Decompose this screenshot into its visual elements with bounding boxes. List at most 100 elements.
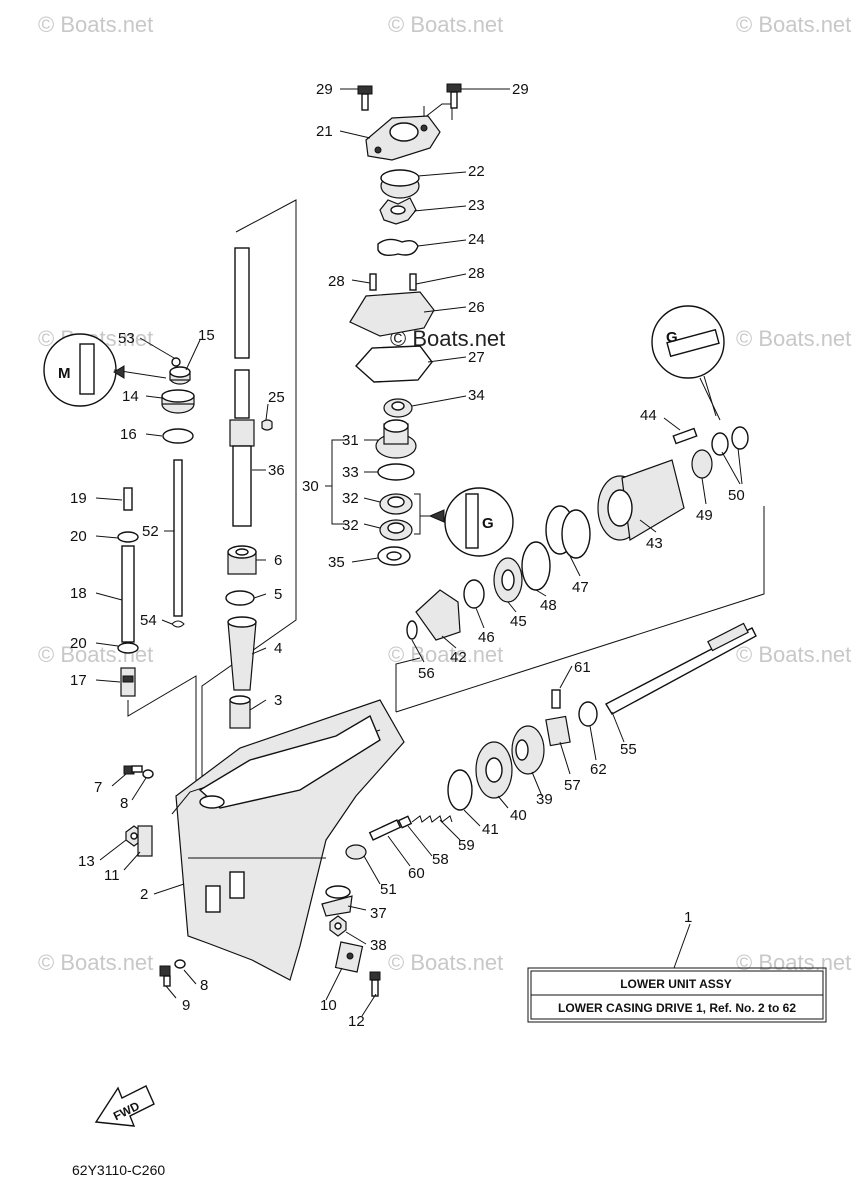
callout-3: 3 [274, 692, 282, 709]
legend-box: 1 LOWER UNIT ASSY LOWER CASING DRIVE 1, … [527, 909, 827, 1023]
watermark: © Boats.net [38, 950, 153, 975]
callout-31: 31 [342, 432, 359, 449]
diagram-code: 62Y3110-C260 [72, 1162, 165, 1178]
drive-shaft-36 [229, 247, 255, 527]
parts: M G G [43, 83, 757, 997]
callout-51: 51 [380, 881, 397, 898]
callout-5: 5 [274, 586, 282, 603]
pin-28-right [409, 273, 417, 291]
callout-29: 29 [316, 81, 333, 98]
watermarks: © Boats.net © Boats.net © Boats.net © Bo… [38, 12, 851, 975]
pin-61 [551, 689, 561, 709]
legend-subtitle: LOWER CASING DRIVE 1, Ref. No. 2 to 62 [558, 1001, 796, 1015]
callout-53: 53 [118, 330, 135, 347]
grommet-14 [161, 389, 195, 414]
outer-plate-26 [349, 291, 435, 337]
leader-lines [95, 88, 743, 1017]
callout-30: 30 [302, 478, 319, 495]
callout-50: 50 [728, 487, 745, 504]
callout-42: 42 [450, 649, 467, 666]
callout-21: 21 [316, 123, 333, 140]
legend-number: 1 [684, 909, 692, 926]
watermark: © Boats.net [388, 950, 503, 975]
shift-rod-52 [173, 459, 183, 617]
lower-casing-2 [171, 699, 405, 981]
callout-35: 35 [328, 554, 345, 571]
callout-9: 9 [182, 997, 190, 1014]
callout-32: 32 [342, 490, 359, 507]
spring-59 [411, 815, 453, 823]
callout-62: 62 [590, 761, 607, 778]
inset-grease-center: G [444, 487, 514, 557]
bearing-housing-43 [597, 459, 685, 541]
ring-62 [578, 701, 598, 727]
callout-60: 60 [408, 865, 425, 882]
callout-7: 7 [94, 779, 102, 796]
anode-10 [334, 941, 364, 973]
callout-13: 13 [78, 853, 95, 870]
o-ring-48 [521, 541, 551, 591]
impeller-23 [379, 197, 417, 225]
oil-seal-32-top [379, 493, 413, 515]
callout-52: 52 [142, 523, 159, 540]
bearing-housing-31 [375, 419, 417, 459]
callout-12: 12 [348, 1013, 365, 1030]
sleeve-4 [227, 621, 257, 691]
callout-48: 48 [540, 597, 557, 614]
callout-27: 27 [468, 349, 485, 366]
watermark: © Boats.net [388, 642, 503, 667]
callout-17: 17 [70, 672, 87, 689]
shim-56 [406, 620, 418, 640]
callout-57: 57 [564, 777, 581, 794]
callout-25: 25 [268, 389, 285, 406]
shift-rod-60 [368, 819, 402, 841]
pin-28-left [369, 273, 377, 291]
pump-housing-21 [365, 115, 441, 161]
bearing-49 [691, 449, 713, 479]
fwd-arrow: FWD [94, 1085, 155, 1127]
callout-23: 23 [468, 197, 485, 214]
watermark: © Boats.net [388, 12, 503, 37]
callout-39: 39 [536, 791, 553, 808]
callout-11: 11 [104, 867, 120, 884]
clip-54 [171, 620, 185, 628]
callout-16: 16 [120, 426, 137, 443]
needle-bearing-3 [229, 695, 251, 729]
plunger-58 [397, 815, 413, 829]
bearing-6 [227, 545, 257, 575]
nut-38 [329, 915, 347, 937]
seal-34 [383, 398, 413, 418]
callout-56: 56 [418, 665, 435, 682]
anode-11 [137, 825, 153, 857]
callout-47: 47 [572, 579, 589, 596]
callout-46: 46 [478, 629, 495, 646]
pin-19 [123, 487, 133, 511]
callout-41: 41 [482, 821, 499, 838]
callout-14: 14 [122, 388, 139, 405]
callout-labels: 29 29 21 22 23 24 28 28 26 27 34 31 33 3… [70, 81, 745, 1030]
callout-37: 37 [370, 905, 387, 922]
reverse-gear-39 [511, 725, 545, 775]
gasket-27 [355, 345, 433, 383]
callout-2: 2 [140, 886, 148, 903]
callout-58: 58 [432, 851, 449, 868]
bolt-29-left [357, 85, 373, 111]
watermark: © Boats.net [736, 12, 851, 37]
callout-38: 38 [370, 937, 387, 954]
watermark: © Boats.net [736, 326, 851, 351]
o-ring-16 [162, 428, 194, 444]
callout-29: 29 [512, 81, 529, 98]
clip-20-top [117, 531, 139, 543]
bolt-29-right [446, 83, 462, 109]
washer-8-top [142, 769, 154, 779]
prop-shaft-55 [605, 622, 757, 715]
ball-53 [171, 357, 181, 367]
o-ring-33 [377, 463, 415, 481]
bolt-7 [123, 765, 143, 775]
callout-15: 15 [198, 327, 215, 344]
legend-title: LOWER UNIT ASSY [620, 977, 732, 991]
oil-seal-32-bottom [379, 519, 413, 541]
callout-8: 8 [120, 795, 128, 812]
callout-20: 20 [70, 635, 87, 652]
